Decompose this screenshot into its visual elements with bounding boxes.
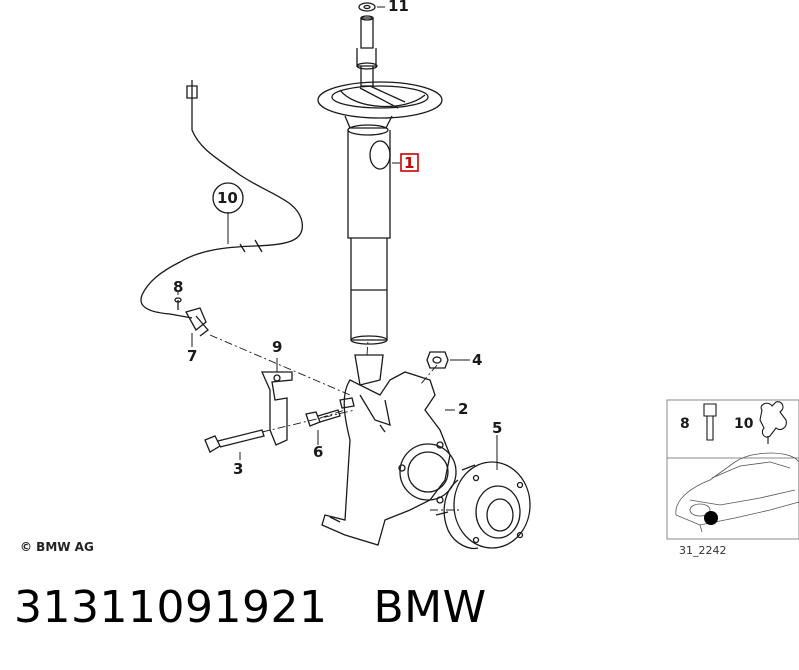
copyright-text: © BMW AG: [20, 540, 94, 554]
inset-bolt-icon: [703, 403, 717, 441]
mounting-bracket: [260, 371, 293, 446]
callout-7: 7: [187, 347, 197, 365]
assembly-lines: [209, 334, 460, 511]
callout-10-circle: [212, 182, 244, 214]
callout-4: 4: [472, 351, 482, 369]
inset-panel: 8 10: [666, 399, 799, 540]
callout-1: 1: [404, 154, 414, 172]
sensor-bracket: [174, 297, 209, 337]
callout-9: 9: [272, 338, 282, 356]
wheel-hub: [435, 461, 531, 550]
shock-absorber-strut: [317, 2, 443, 345]
callout-3: 3: [233, 460, 243, 478]
inset-car-outline: [675, 452, 799, 533]
callout-11: 11: [388, 0, 409, 15]
inset-callout-8: 8: [680, 416, 690, 432]
inset-code: 31_2242: [679, 544, 727, 557]
callout-1-highlight: [400, 153, 419, 172]
inset-callout-10: 10: [734, 416, 754, 432]
inset-location-dot: [704, 511, 718, 525]
hex-bolt-short: [305, 397, 355, 427]
hex-bolt: [204, 429, 265, 453]
callout-labels: 11 1 10 8 7 9 4 2 5 3 6: [173, 0, 502, 478]
wear-sensor-cable: [140, 80, 303, 319]
callout-5: 5: [492, 419, 502, 437]
brand-name: BMW: [373, 582, 487, 633]
part-number: 31311091921: [14, 582, 328, 633]
inset-clip-icon: [759, 401, 787, 444]
leader-lines: [177, 6, 498, 470]
steering-knuckle: [321, 354, 457, 546]
callout-2: 2: [458, 400, 468, 418]
callout-10: 10: [217, 189, 238, 207]
self-locking-nut: [426, 351, 449, 369]
part-number-line: 31311091921 BMW: [14, 582, 487, 633]
callout-6: 6: [313, 443, 323, 461]
callout-8: 8: [173, 278, 183, 296]
